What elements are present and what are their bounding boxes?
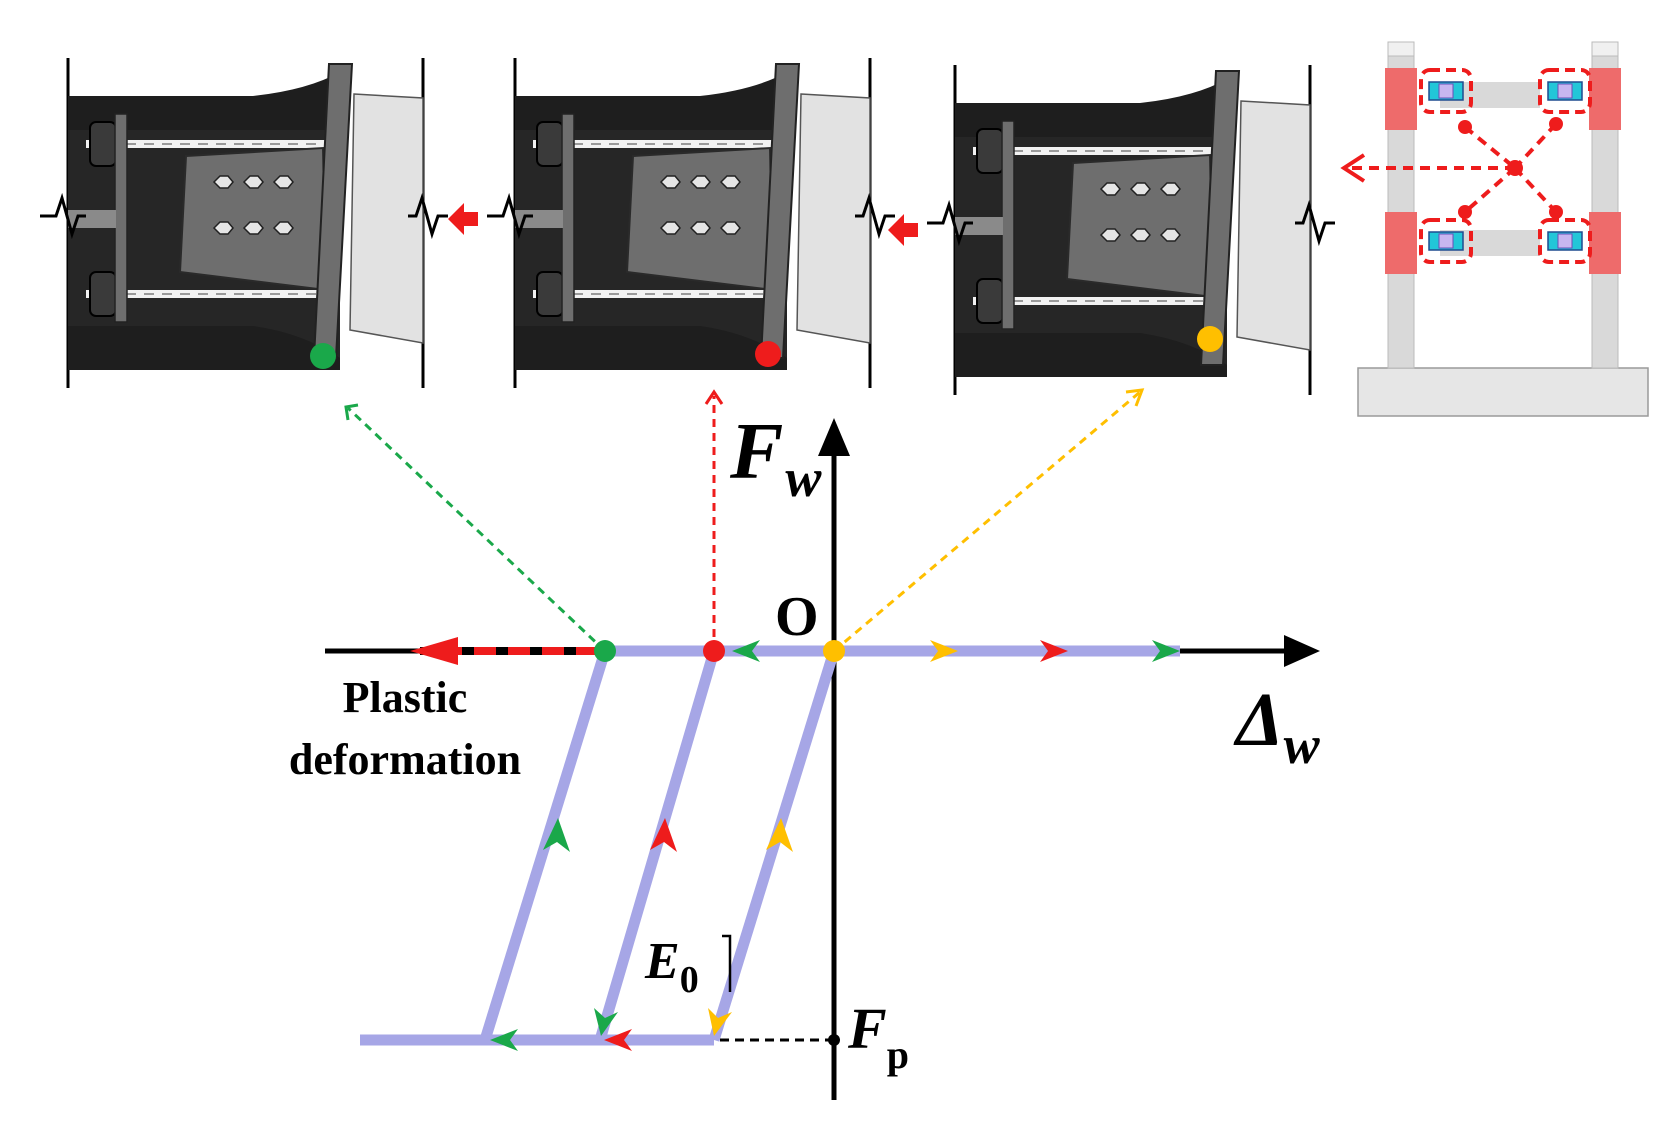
plastic-arrow-icon bbox=[410, 637, 458, 665]
stage-arrow-icon bbox=[888, 214, 918, 246]
disp-axis-main: Δ bbox=[1233, 678, 1284, 762]
yellow-state-marker bbox=[1197, 326, 1223, 352]
red-state-marker bbox=[755, 341, 781, 367]
stage-panel-green bbox=[38, 56, 450, 390]
stage-panel-yellow bbox=[925, 63, 1337, 397]
pretension-main: F bbox=[847, 996, 887, 1061]
stiffness-sub: 0 bbox=[680, 959, 699, 1001]
yellow-point bbox=[823, 640, 845, 662]
displacement-axis-label: Δw bbox=[1233, 678, 1321, 775]
green-point bbox=[594, 640, 616, 662]
stiffness-bracket bbox=[722, 934, 732, 992]
pretension-label: Fp bbox=[847, 996, 909, 1077]
pretension-sub: p bbox=[887, 1032, 909, 1077]
green-state-marker bbox=[310, 343, 336, 369]
stage-arrow-icon bbox=[448, 203, 478, 235]
force-axis bbox=[818, 418, 850, 1100]
force-axis-main: F bbox=[729, 408, 783, 496]
force-axis-sub: w bbox=[785, 448, 822, 508]
disp-axis-sub: w bbox=[1284, 715, 1321, 775]
leader-arrows bbox=[346, 390, 1141, 653]
force-axis-label: Fw bbox=[729, 408, 822, 508]
stiffness-main: E bbox=[644, 933, 680, 990]
plastic-label-line1: Plastic bbox=[343, 673, 468, 722]
path-direction-markers bbox=[490, 640, 1180, 1051]
plastic-label-line2: deformation bbox=[289, 735, 521, 784]
origin-label: O bbox=[775, 586, 819, 648]
stage-panel-red bbox=[485, 56, 897, 390]
fp-point bbox=[828, 1034, 840, 1046]
frame-elevation-icon bbox=[1340, 41, 1649, 417]
stiffness-label: E0 bbox=[644, 933, 699, 1001]
red-point bbox=[703, 640, 725, 662]
